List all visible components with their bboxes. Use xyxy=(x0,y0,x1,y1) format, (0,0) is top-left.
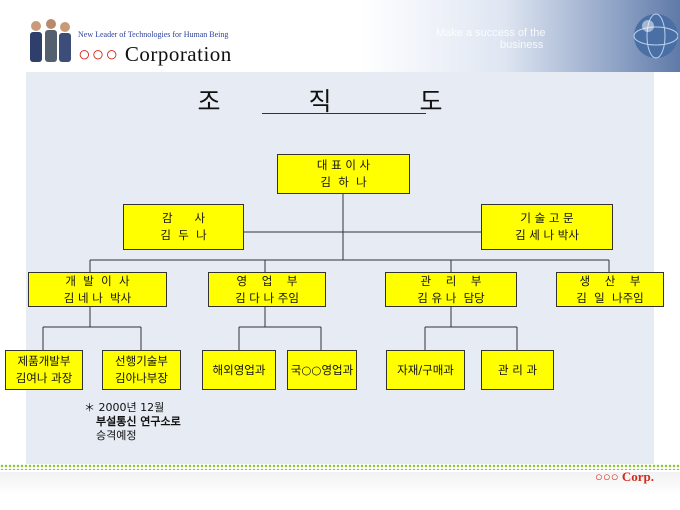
management-name: 김 유 나 담당 xyxy=(417,290,485,305)
advisor-title: 기 술 고 문 xyxy=(520,211,574,225)
company-name: ○○○ Corporation xyxy=(78,42,232,67)
footnote-date: ＊ 2000년 12월 xyxy=(84,401,165,414)
org-box-advisor: 기 술 고 문 김 세 나 박사 xyxy=(481,204,613,250)
footer-corp: Corp. xyxy=(621,469,654,484)
people-icon xyxy=(30,19,71,62)
sales-title: 영 업 부 xyxy=(236,273,298,288)
domestic-sales-title: 국○○영업과 xyxy=(290,362,354,377)
globe-icon xyxy=(633,13,678,59)
product-dev-name: 김여나 과장 xyxy=(15,371,73,385)
tagline: New Leader of Technologies for Human Bei… xyxy=(78,30,229,39)
org-box-dev-director: 개 발 이 사 김 네 나 박사 xyxy=(28,272,167,307)
org-box-auditor: 감 사 김 두 나 xyxy=(123,204,244,250)
footer-brand: ○○○ Corp. xyxy=(595,469,654,485)
content-panel xyxy=(26,72,654,464)
advanced-tech-name: 김아나부장 xyxy=(115,371,168,385)
slogan-line1: Make a success of the xyxy=(436,27,546,39)
company-marks: ○○○ xyxy=(78,42,120,66)
auditor-name: 김 두 나 xyxy=(160,228,207,242)
dev-director-name: 김 네 나 박사 xyxy=(63,290,132,305)
footer-dotted-border xyxy=(0,464,680,470)
overseas-sales-title: 해외영업과 xyxy=(212,362,266,377)
ceo-title: 대 표 이 사 xyxy=(316,158,371,172)
org-box-management: 관 리 부 김 유 나 담당 xyxy=(385,272,517,307)
footnote-promotion: 승격예정 xyxy=(96,429,137,442)
production-name: 김 일 나주임 xyxy=(576,290,644,305)
footnote-lab: 부설통신 연구소로 xyxy=(96,415,181,428)
org-box-sales: 영 업 부 김 다 나 주임 xyxy=(208,272,326,307)
dev-director-title: 개 발 이 사 xyxy=(65,273,130,288)
header: New Leader of Technologies for Human Bei… xyxy=(0,0,680,72)
org-box-domestic-sales: 국○○영업과 xyxy=(287,350,357,390)
org-box-admin: 관 리 과 xyxy=(481,350,554,390)
company-word: Corporation xyxy=(124,42,232,66)
advisor-name: 김 세 나 박사 xyxy=(515,228,579,242)
header-banner xyxy=(360,0,680,72)
admin-title: 관 리 과 xyxy=(497,362,538,377)
org-box-purchasing: 자재/구매과 xyxy=(386,350,465,390)
org-box-product-dev: 제품개발부 김여나 과장 xyxy=(5,350,83,390)
purchasing-title: 자재/구매과 xyxy=(397,362,454,377)
footnote: ＊ 2000년 12월 부설통신 연구소로 승격예정 xyxy=(84,401,181,443)
org-box-ceo: 대 표 이 사 김 하 나 xyxy=(277,154,410,194)
sales-name: 김 다 나 주임 xyxy=(235,290,299,305)
org-box-production: 생 산 부 김 일 나주임 xyxy=(556,272,664,307)
ceo-name: 김 하 나 xyxy=(320,175,367,189)
production-title: 생 산 부 xyxy=(579,273,641,288)
org-box-advanced-tech: 선행기술부 김아나부장 xyxy=(102,350,181,390)
slogan-line2: business xyxy=(500,39,544,51)
management-title: 관 리 부 xyxy=(420,273,482,288)
title-underline xyxy=(262,113,426,114)
org-box-overseas-sales: 해외영업과 xyxy=(202,350,276,390)
footer-marks: ○○○ xyxy=(595,469,619,484)
chart-title: 조 직 도 xyxy=(197,87,483,116)
footer-band xyxy=(0,472,680,510)
product-dev-title: 제품개발부 xyxy=(17,354,71,368)
auditor-title: 감 사 xyxy=(161,211,206,225)
advanced-tech-title: 선행기술부 xyxy=(115,354,168,368)
